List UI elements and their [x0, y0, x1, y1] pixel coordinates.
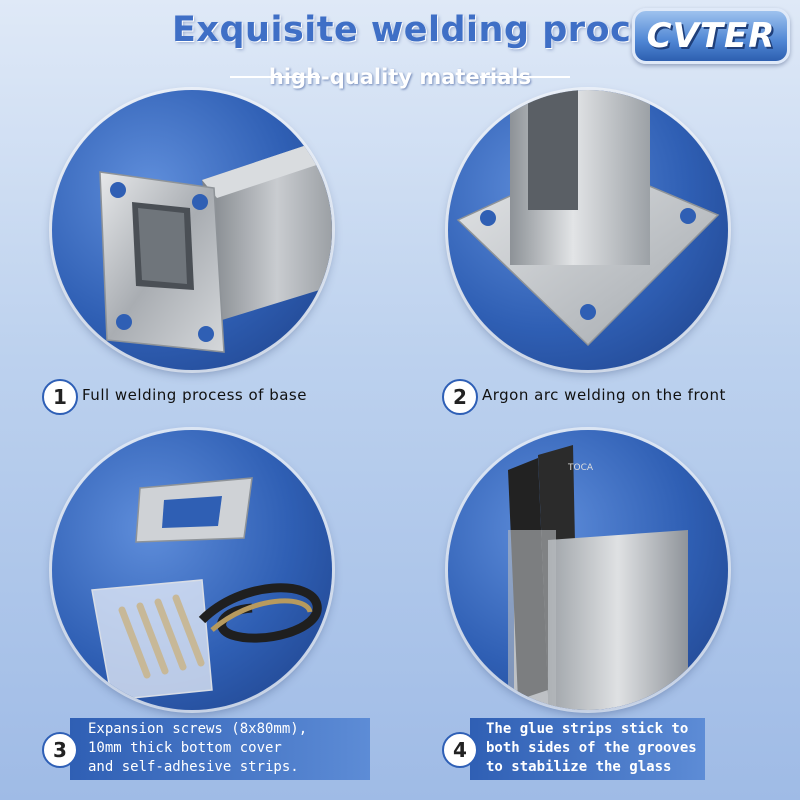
logo-text: CVTER [646, 16, 776, 56]
feature-1-caption: Full welding process of base [82, 386, 307, 404]
subtitle-divider-right [480, 76, 570, 78]
feature-3-line-3: and self-adhesive strips. [88, 759, 299, 775]
glue-strips-illustration: TOCA [508, 445, 688, 710]
feature-4-caption-band [470, 718, 705, 780]
feature-4-line-2: both sides of the grooves [486, 740, 697, 756]
photo-front-welding [448, 90, 728, 370]
base-plate-illustration [99, 136, 332, 353]
feature-4-line-3: to stabilize the glass [486, 759, 672, 775]
post-plate-illustration [456, 90, 720, 347]
feature-3-caption: Expansion screws (8x80mm), 10mm thick bo… [88, 720, 307, 777]
photo-accessories [52, 430, 332, 710]
photo-base-welding [52, 90, 332, 370]
feature-4-line-1: The glue strips stick to [486, 721, 689, 737]
feature-3-number-badge: 3 [42, 732, 78, 768]
feature-3-line-1: Expansion screws (8x80mm), [88, 721, 308, 737]
feature-4-number-badge: 4 [442, 732, 478, 768]
feature-3-line-2: 10mm thick bottom cover [88, 740, 282, 756]
photo-glue-strips: TOCA [448, 430, 728, 710]
feature-2-caption: Argon arc welding on the front [482, 386, 726, 404]
strip-label: TOCA [567, 463, 594, 473]
brand-logo: CVTER [632, 8, 790, 64]
feature-3-caption-band [70, 718, 370, 780]
feature-1-number-badge: 1 [42, 379, 78, 415]
page-title: Exquisite welding process [172, 10, 699, 50]
subtitle-divider-left [230, 76, 320, 78]
subtitle-row: high-quality materials [230, 62, 570, 92]
feature-2-number-badge: 2 [442, 379, 478, 415]
accessories-illustration [91, 477, 322, 701]
feature-4-caption: The glue strips stick to both sides of t… [486, 720, 697, 777]
